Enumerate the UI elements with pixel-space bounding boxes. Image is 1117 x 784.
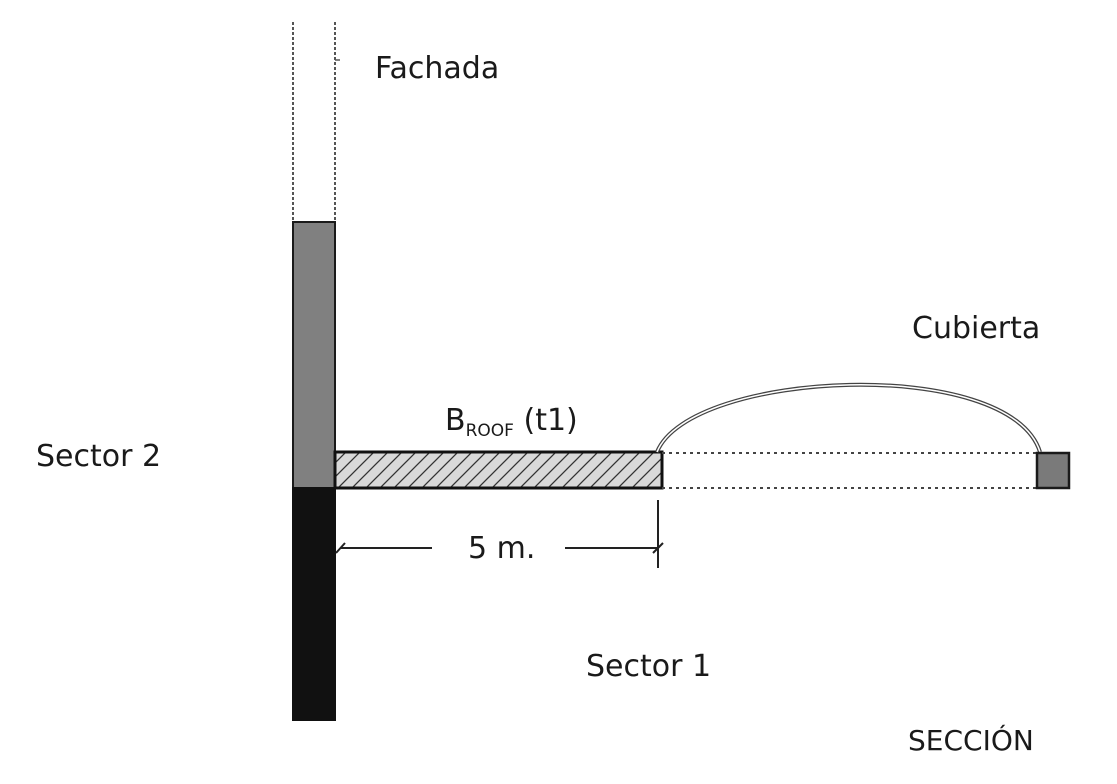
roof-slab <box>333 450 664 490</box>
broof-main: B <box>445 403 466 438</box>
facade-wall-middle <box>292 221 336 489</box>
broof-label: BROOF (t1) <box>445 403 578 441</box>
cubierta-label: Cubierta <box>912 311 1040 346</box>
broof-subscript: ROOF <box>466 421 514 441</box>
dimension-line <box>335 500 664 568</box>
dimension-label: 5 m. <box>468 531 535 566</box>
broof-suffix: (t1) <box>514 403 578 438</box>
facade-wall-upper <box>292 22 340 223</box>
sector-1-label: Sector 1 <box>586 649 711 684</box>
section-title: SECCIÓN <box>908 723 1034 757</box>
sector-2-label: Sector 2 <box>36 439 161 474</box>
roof-dome <box>655 382 1042 453</box>
facade-wall-lower <box>292 487 336 721</box>
roof-end-block <box>1035 451 1071 490</box>
fachada-label: Fachada <box>375 51 499 86</box>
